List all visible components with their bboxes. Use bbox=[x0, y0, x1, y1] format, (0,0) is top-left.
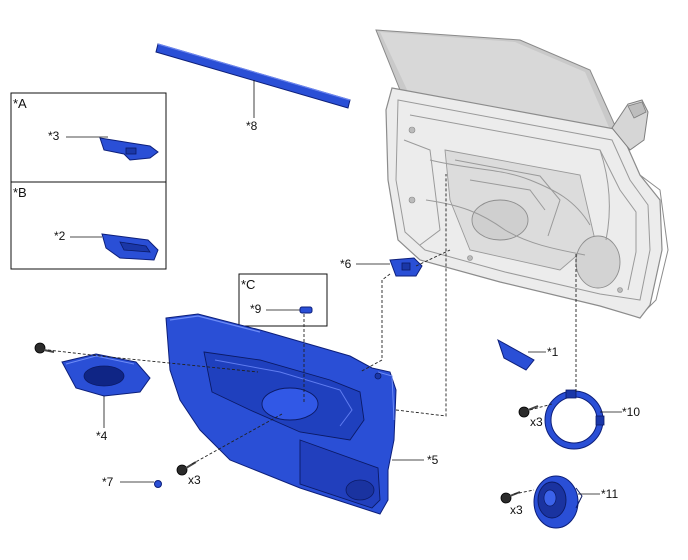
part-11-speaker bbox=[533, 475, 583, 529]
label-p1: *1 bbox=[547, 345, 559, 359]
label-p6: *6 bbox=[340, 257, 352, 271]
inset-b-tag: *B bbox=[13, 185, 27, 200]
part-6-switch bbox=[389, 257, 423, 277]
front-door-frame bbox=[375, 29, 669, 319]
part-1-cover bbox=[497, 338, 535, 371]
inset-c-part-label: *9 bbox=[250, 302, 262, 316]
screw-icon bbox=[518, 405, 539, 418]
inset-c: *C *9 bbox=[238, 273, 328, 327]
label-p4: *4 bbox=[96, 429, 108, 443]
part-3-tab bbox=[125, 147, 137, 155]
label-p11: *11 bbox=[601, 487, 618, 501]
inset-ab-frame bbox=[10, 92, 167, 270]
qty-panel-screws: x3 bbox=[188, 473, 201, 487]
inset-ab: *A *3 *B *2 bbox=[10, 92, 167, 270]
inset-c-tag: *C bbox=[241, 277, 255, 292]
assembly-guide-lines bbox=[47, 174, 577, 495]
label-p7: *7 bbox=[102, 475, 114, 489]
qty-p11-screws: x3 bbox=[510, 503, 523, 517]
screw-icon bbox=[500, 491, 521, 504]
part-10-speaker-bracket bbox=[544, 389, 605, 450]
inset-a-tag: *A bbox=[13, 96, 27, 111]
screw-icon bbox=[34, 342, 55, 354]
part-2-button bbox=[119, 241, 151, 253]
label-p10: *10 bbox=[622, 405, 640, 419]
qty-p10-screws: x3 bbox=[530, 415, 543, 429]
part-7-clip bbox=[154, 480, 162, 488]
part-4-handle-bezel bbox=[61, 353, 151, 397]
part-9-clip bbox=[299, 306, 313, 314]
part-8-belt-moulding bbox=[155, 43, 351, 109]
inset-c-frame bbox=[238, 273, 328, 327]
inset-b-part-label: *2 bbox=[54, 229, 66, 243]
inset-a-part-label: *3 bbox=[48, 129, 60, 143]
label-p8: *8 bbox=[246, 119, 258, 133]
label-p5: *5 bbox=[427, 453, 439, 467]
